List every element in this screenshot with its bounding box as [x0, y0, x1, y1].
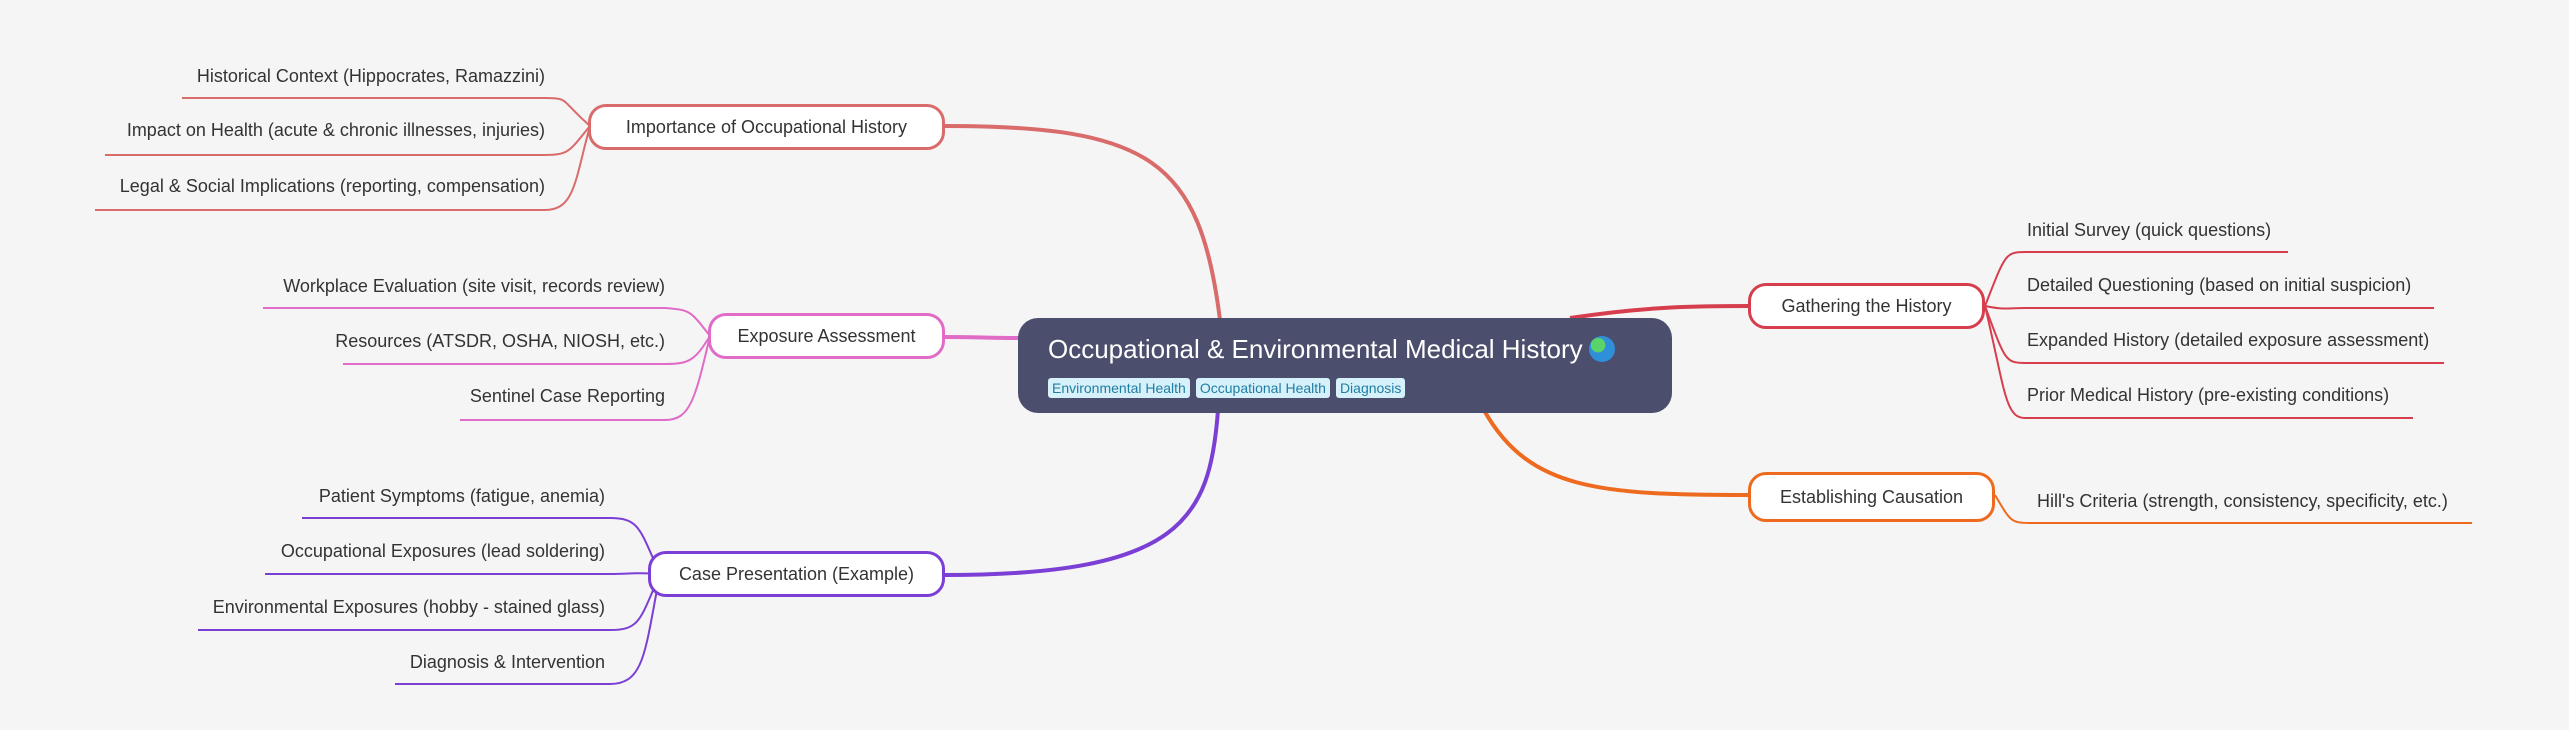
- connector-importance: [944, 124, 1222, 321]
- tag-list: Environmental Health Occupational Health…: [1048, 378, 1672, 398]
- connector-exposure: [944, 335, 1021, 340]
- leaf-case-occupational-exposures[interactable]: Occupational Exposures (lead soldering): [280, 541, 605, 561]
- tag-occupational-health[interactable]: Occupational Health: [1195, 378, 1330, 398]
- branch-causation[interactable]: Establishing Causation: [1748, 472, 1995, 522]
- leaf-exposure-sentinel-case[interactable]: Sentinel Case Reporting: [469, 386, 665, 406]
- leaf-line-case-2: [265, 572, 661, 575]
- connector-causation: [1483, 410, 1751, 497]
- central-topic[interactable]: Occupational & Environmental Medical His…: [1018, 318, 1672, 413]
- leaf-exposure-resources[interactable]: Resources (ATSDR, OSHA, NIOSH, etc.): [335, 331, 665, 351]
- leaf-importance-impact-on-health[interactable]: Impact on Health (acute & chronic illnes…: [126, 120, 545, 140]
- leaf-line-exposure-2: [343, 335, 711, 365]
- branch-exposure-label: Exposure Assessment: [737, 325, 916, 346]
- branch-gathering[interactable]: Gathering the History: [1748, 283, 1985, 329]
- leaf-line-causation-1: [1994, 494, 2472, 524]
- branch-causation-label: Establishing Causation: [1779, 486, 1964, 507]
- leaf-line-importance-2: [105, 125, 591, 156]
- globe-icon: [1588, 336, 1615, 362]
- central-title: Occupational & Environmental Medical His…: [1048, 334, 1583, 364]
- leaf-gathering-prior-medical-history[interactable]: Prior Medical History (pre-existing cond…: [2027, 385, 2390, 405]
- branch-importance[interactable]: Importance of Occupational History: [588, 104, 945, 150]
- leaf-line-case-4: [395, 573, 661, 685]
- branch-case[interactable]: Case Presentation (Example): [648, 551, 945, 597]
- tag-diagnosis[interactable]: Diagnosis: [1335, 378, 1406, 398]
- branch-gathering-label: Gathering the History: [1781, 295, 1952, 316]
- leaf-case-environmental-exposures[interactable]: Environmental Exposures (hobby - stained…: [212, 597, 605, 617]
- connector-gathering: [1569, 304, 1751, 320]
- branch-case-label: Case Presentation (Example): [678, 563, 915, 584]
- leaf-line-exposure-1: [263, 307, 711, 337]
- leaf-line-gathering-3: [1984, 305, 2444, 364]
- leaf-line-gathering-4: [1984, 305, 2413, 419]
- leaf-gathering-initial-survey[interactable]: Initial Survey (quick questions): [2027, 220, 2272, 240]
- leaf-gathering-detailed-questioning[interactable]: Detailed Questioning (based on initial s…: [2027, 275, 2412, 295]
- leaf-gathering-expanded-history[interactable]: Expanded History (detailed exposure asse…: [2027, 330, 2430, 350]
- leaf-line-importance-1: [182, 97, 591, 127]
- branch-exposure[interactable]: Exposure Assessment: [708, 313, 945, 359]
- leaf-importance-legal-social[interactable]: Legal & Social Implications (reporting, …: [119, 176, 545, 196]
- leaf-line-gathering-1: [1984, 251, 2288, 307]
- leaf-line-importance-3: [95, 125, 591, 211]
- connector-case: [944, 409, 1220, 577]
- leaf-case-diagnosis-intervention[interactable]: Diagnosis & Intervention: [409, 652, 605, 672]
- tag-environmental-health[interactable]: Environmental Health: [1048, 378, 1190, 398]
- leaf-exposure-workplace-evaluation[interactable]: Workplace Evaluation (site visit, record…: [283, 276, 665, 296]
- leaf-line-gathering-2: [1984, 305, 2434, 310]
- leaf-importance-historical-context[interactable]: Historical Context (Hippocrates, Ramazzi…: [196, 66, 545, 86]
- leaf-case-patient-symptoms[interactable]: Patient Symptoms (fatigue, anemia): [318, 486, 605, 506]
- leaf-causation-hills-criteria[interactable]: Hill's Criteria (strength, consistency, …: [2037, 491, 2448, 511]
- leaf-line-exposure-3: [460, 335, 711, 421]
- branch-importance-label: Importance of Occupational History: [625, 116, 908, 137]
